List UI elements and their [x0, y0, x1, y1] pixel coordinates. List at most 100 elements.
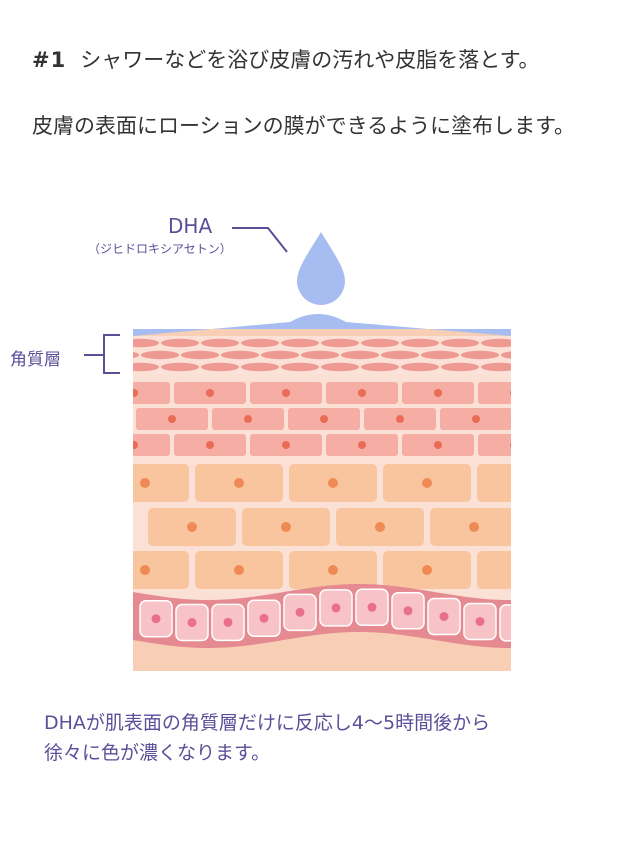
corneum-cell [321, 362, 359, 372]
cell-nucleus [140, 565, 150, 575]
corneum-cell [521, 363, 559, 371]
cell-nucleus [282, 441, 290, 449]
cell-nucleus [358, 441, 366, 449]
corneum-cell [301, 350, 339, 360]
cell-nucleus [140, 478, 150, 488]
cell-nucleus [223, 617, 233, 627]
corneum-cell [341, 350, 379, 360]
corneum-cell [133, 362, 159, 372]
cell-nucleus [367, 602, 377, 612]
granular-cell [571, 551, 640, 589]
spinous-cell [554, 434, 626, 456]
spinous-cell [478, 434, 511, 456]
cell-nucleus [187, 618, 197, 628]
cell-nucleus [234, 478, 244, 488]
cell-nucleus [610, 478, 620, 488]
corneum-cell [481, 362, 511, 372]
cell-nucleus [516, 478, 526, 488]
cell-nucleus [563, 522, 573, 532]
corneum-cell [401, 362, 439, 372]
basal-cell [499, 604, 511, 642]
corneum-cell [141, 350, 179, 360]
cell-nucleus [375, 522, 385, 532]
dha-label: DHA [168, 214, 213, 238]
cell-nucleus [586, 441, 594, 449]
cell-nucleus [168, 415, 176, 423]
spinous-cell [516, 408, 588, 430]
stratum-corneum-bracket [84, 334, 120, 374]
cell-nucleus [187, 522, 197, 532]
step-text: シャワーなどを浴び皮膚の汚れや皮脂を落とす。 [80, 48, 540, 72]
caption: DHAが肌表面の角質層だけに反応し4～5時間後から 徐々に色が濃くなります。 [44, 708, 624, 768]
cell-nucleus [475, 616, 485, 626]
granular-cell [477, 464, 511, 502]
cell-nucleus [328, 565, 338, 575]
stratum-corneum-label: 角質層 [10, 350, 61, 370]
corneum-cell [461, 350, 499, 360]
cell-nucleus [510, 390, 511, 396]
corneum-cell [501, 351, 511, 359]
cell-nucleus [610, 565, 620, 575]
granular-cells [133, 464, 640, 589]
corneum-cell [201, 362, 239, 372]
corneum-cell [441, 338, 479, 348]
cell-nucleus [358, 389, 366, 397]
cell-nucleus [422, 565, 432, 575]
spinous-cell [554, 382, 626, 404]
cell-nucleus [548, 415, 556, 423]
corneum-cell [441, 362, 479, 372]
spinous-cell [133, 434, 170, 456]
corneum-cell [221, 350, 259, 360]
corneum-cell [201, 338, 239, 348]
basal-cells [139, 588, 521, 642]
cell-nucleus [133, 389, 138, 397]
corneum-cell [361, 338, 399, 348]
cell-nucleus [512, 618, 521, 627]
cell-nucleus [469, 522, 479, 532]
spinous-cell [133, 382, 170, 404]
cell-nucleus [586, 389, 594, 397]
step-number: #1 [32, 48, 67, 72]
corneum-cell [521, 339, 559, 347]
corneum-cell [241, 338, 279, 348]
cell-nucleus [396, 415, 404, 423]
cell-nucleus [422, 478, 432, 488]
cell-nucleus [151, 614, 161, 624]
corneum-cell [81, 363, 119, 371]
cell-nucleus [133, 441, 138, 449]
spinous-cells [133, 382, 626, 456]
cell-nucleus [206, 389, 214, 397]
dha-full-name: （ジヒドロキシアセトン） [88, 242, 232, 256]
corneum-cell [421, 350, 459, 360]
caption-line-1: DHAが肌表面の角質層だけに反応し4～5時間後から [44, 712, 491, 734]
cell-nucleus [516, 565, 526, 575]
cell-nucleus [434, 441, 442, 449]
granular-cell [133, 464, 189, 502]
cell-nucleus [320, 415, 328, 423]
corneum-cell [133, 338, 159, 348]
cell-nucleus [434, 389, 442, 397]
dha-droplet [297, 232, 345, 305]
corneum-cell [181, 350, 219, 360]
granular-cell [133, 551, 189, 589]
granular-cell [524, 508, 612, 546]
granular-cell [477, 551, 511, 589]
cell-nucleus [234, 565, 244, 575]
corneum-cell [321, 338, 359, 348]
caption-line-2: 徐々に色が濃くなります。 [44, 742, 271, 764]
corneum-cell [261, 350, 299, 360]
cell-nucleus [281, 522, 291, 532]
skin-layers [81, 329, 640, 671]
dha-leader-line [232, 227, 288, 253]
cell-nucleus [259, 613, 269, 623]
corneum-cell [161, 362, 199, 372]
cell-nucleus [295, 607, 305, 617]
cell-nucleus [244, 415, 252, 423]
lotion-film [133, 314, 511, 336]
cell-nucleus [331, 603, 341, 613]
step-heading: #1 シャワーなどを浴び皮膚の汚れや皮脂を落とす。 [32, 44, 540, 74]
corneum-cell [401, 338, 439, 348]
stratum-corneum-cells [81, 338, 559, 372]
corneum-cell [481, 338, 511, 348]
cell-nucleus [403, 606, 413, 616]
